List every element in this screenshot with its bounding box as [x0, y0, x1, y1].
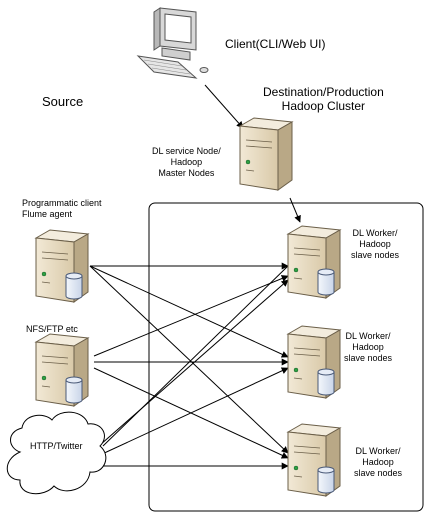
arrow-http-to-worker1 — [99, 279, 289, 446]
client-label: Client(CLI/Web UI) — [225, 37, 326, 51]
nfs-node-server-tower-icon — [34, 333, 90, 407]
nfs-label: NFS/FTP etc — [26, 324, 78, 334]
programmatic-client-label: Programmatic client Flume agent — [22, 198, 102, 219]
dl-service-node-server-tower-icon — [238, 117, 294, 191]
arrow-service-to-worker1 — [289, 197, 301, 223]
cluster-boundary — [148, 202, 424, 512]
arrow-prog-to-worker3 — [89, 265, 289, 454]
dl-service-label: DL service Node/ Hadoop Master Nodes — [152, 146, 221, 178]
source-label: Source — [42, 94, 84, 109]
programmatic-client-node-database-cylinder-icon — [65, 272, 83, 300]
connections — [89, 84, 301, 470]
worker3-label: DL Worker/ Hadoop slave nodes — [354, 446, 403, 478]
arrow-client-to-service — [204, 84, 244, 129]
arrow-prog-to-worker2 — [89, 265, 289, 358]
worker-node-1-database-cylinder-icon — [317, 268, 335, 296]
arrow-http-to-worker2 — [99, 367, 289, 456]
worker-node-2-database-cylinder-icon — [317, 368, 335, 396]
worker-node-3-database-cylinder-icon — [317, 466, 335, 494]
http-label: HTTP/Twitter — [30, 441, 83, 451]
cloud-icon — [6, 411, 107, 495]
destination-label: Destination/Production Hadoop Cluster — [263, 85, 384, 114]
arrow-worker1-to-http — [102, 265, 289, 447]
worker1-label: DL Worker/ Hadoop slave nodes — [351, 228, 400, 260]
worker-node-1-server-tower-icon — [286, 225, 342, 299]
programmatic-client-node-server-tower-icon — [34, 229, 90, 303]
desktop-computer-icon — [136, 7, 209, 79]
worker2-label: DL Worker/ Hadoop slave nodes — [344, 331, 393, 363]
nfs-node-database-cylinder-icon — [65, 376, 83, 404]
arrow-nfs-to-worker1 — [93, 275, 289, 357]
